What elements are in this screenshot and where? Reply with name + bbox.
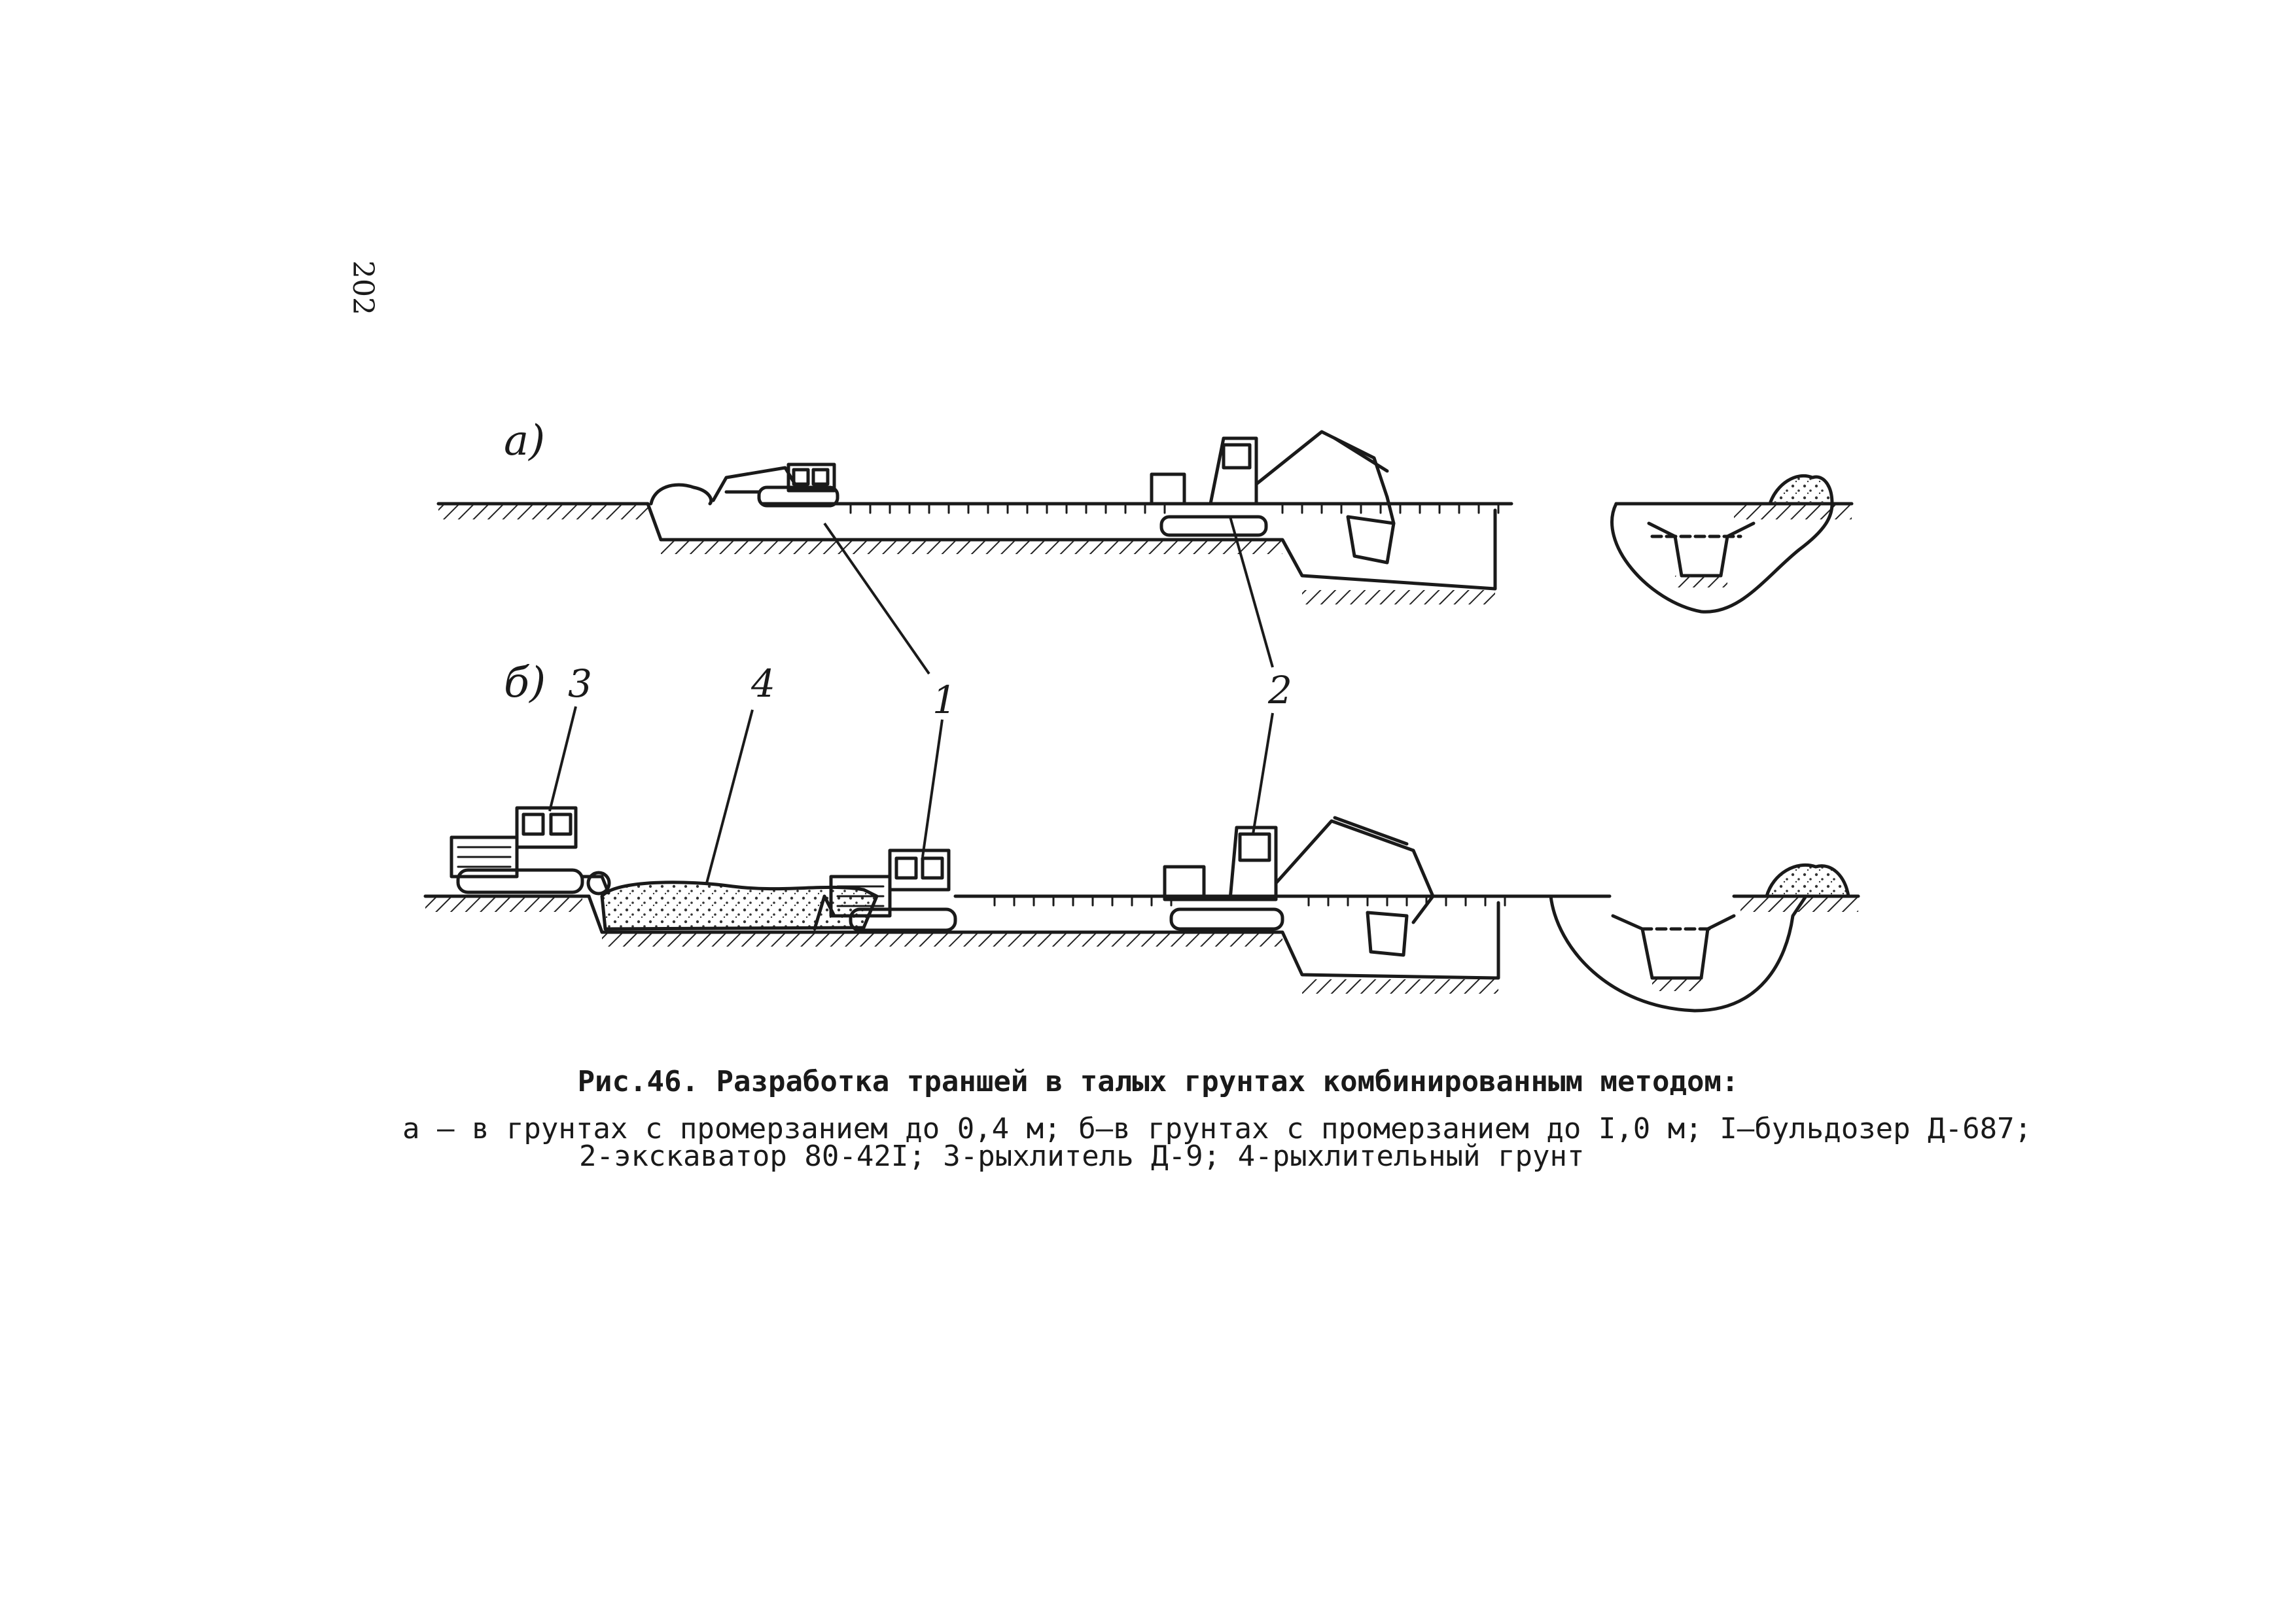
bulldozer-a	[711, 462, 839, 508]
leader-1-b	[921, 719, 944, 858]
callout-3: 3	[568, 661, 592, 706]
excavator-a	[1150, 430, 1396, 565]
callout-4: 4	[751, 661, 775, 706]
spoil-pile-a-left	[649, 483, 713, 506]
ripper-b	[450, 806, 611, 896]
leader-1-a	[823, 522, 930, 675]
strip-hatch-a	[661, 541, 1282, 554]
leader-3	[548, 706, 577, 812]
trench-a-hatch	[1675, 576, 1727, 587]
pit-hatch-a	[1302, 590, 1495, 604]
leader-2-b	[1252, 712, 1274, 835]
strip-hatch-b	[602, 934, 1282, 947]
ground-hatch-a-right	[1734, 505, 1852, 519]
leader-4	[705, 709, 754, 884]
strip-cut-b	[587, 894, 1500, 980]
ground-hatch-b-left	[425, 898, 582, 912]
callout-2: 2	[1267, 668, 1292, 712]
excavator-b	[1163, 816, 1435, 957]
surface-ticks-a	[849, 502, 1500, 514]
panel-b: б) 3 4	[423, 659, 1860, 1013]
trench-a-walls	[1647, 521, 1756, 578]
bulldozer-b	[813, 848, 957, 932]
callout-1: 1	[932, 678, 957, 722]
figure-caption-line-1: а – в грунтах с промерзанием до 0,4 м; б…	[402, 1112, 2032, 1145]
strip-cut-a	[646, 502, 1497, 591]
trench-a	[1610, 502, 1834, 614]
panel-a: а)	[436, 417, 1854, 614]
ground-hatch-a-left	[438, 505, 648, 519]
pit-hatch-b	[1302, 979, 1498, 994]
figure-caption-title: Рис.46. Разработка траншей в талых грунт…	[577, 1065, 1739, 1098]
leader-2-a	[1229, 516, 1274, 668]
trench-b-hatch	[1652, 979, 1701, 991]
loosened-soil	[600, 881, 879, 931]
shared-callouts: 1 2	[548, 516, 1292, 884]
figure-caption-line-2: 2-экскаватор 80-42I; 3-рыхлитель Д-9; 4-…	[579, 1140, 1585, 1173]
panel-a-label: а)	[504, 417, 545, 465]
trench-b	[1549, 894, 1808, 1013]
page-number: 202	[346, 260, 380, 315]
spoil-pile-b-right	[1765, 863, 1850, 898]
panel-b-label: б)	[504, 659, 546, 707]
trench-b-walls	[1611, 914, 1736, 980]
spoil-pile-a-right	[1768, 474, 1834, 506]
